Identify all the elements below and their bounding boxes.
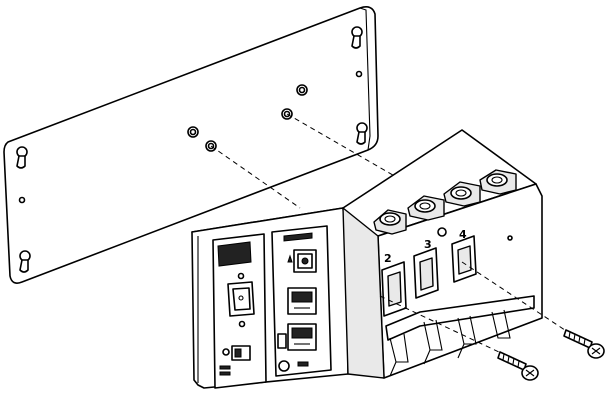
keyhole-slot (351, 26, 363, 49)
slot-label-3: 3 (424, 238, 432, 251)
top-tab (373, 209, 407, 235)
chassis-hole (437, 227, 447, 237)
keyhole-slot (16, 146, 28, 169)
top-tab (407, 195, 445, 221)
chassis-hole (507, 235, 513, 241)
top-tab (443, 181, 481, 207)
countersunk-hole (281, 108, 293, 120)
alignment-lines (210, 113, 399, 209)
keyhole-slot (19, 250, 31, 273)
slot-label-2: 2 (384, 252, 392, 265)
slot-connector-2 (381, 261, 407, 317)
alignment-lines-front (379, 261, 581, 361)
panel-hole (18, 196, 26, 204)
mounting-screw (497, 351, 539, 381)
slot-guide-rails (385, 295, 535, 377)
top-tab (479, 169, 517, 195)
mounting-screw (563, 329, 605, 359)
panel-hole (355, 70, 363, 78)
countersunk-hole (187, 126, 199, 138)
controller-module-left (212, 233, 267, 389)
keyhole-slot (356, 122, 368, 145)
countersunk-hole (296, 84, 308, 96)
slot-label-4: 4 (459, 228, 467, 241)
slot-connector-4 (451, 235, 477, 283)
slot-connector-3 (413, 247, 439, 299)
controller-module-right (271, 225, 332, 377)
